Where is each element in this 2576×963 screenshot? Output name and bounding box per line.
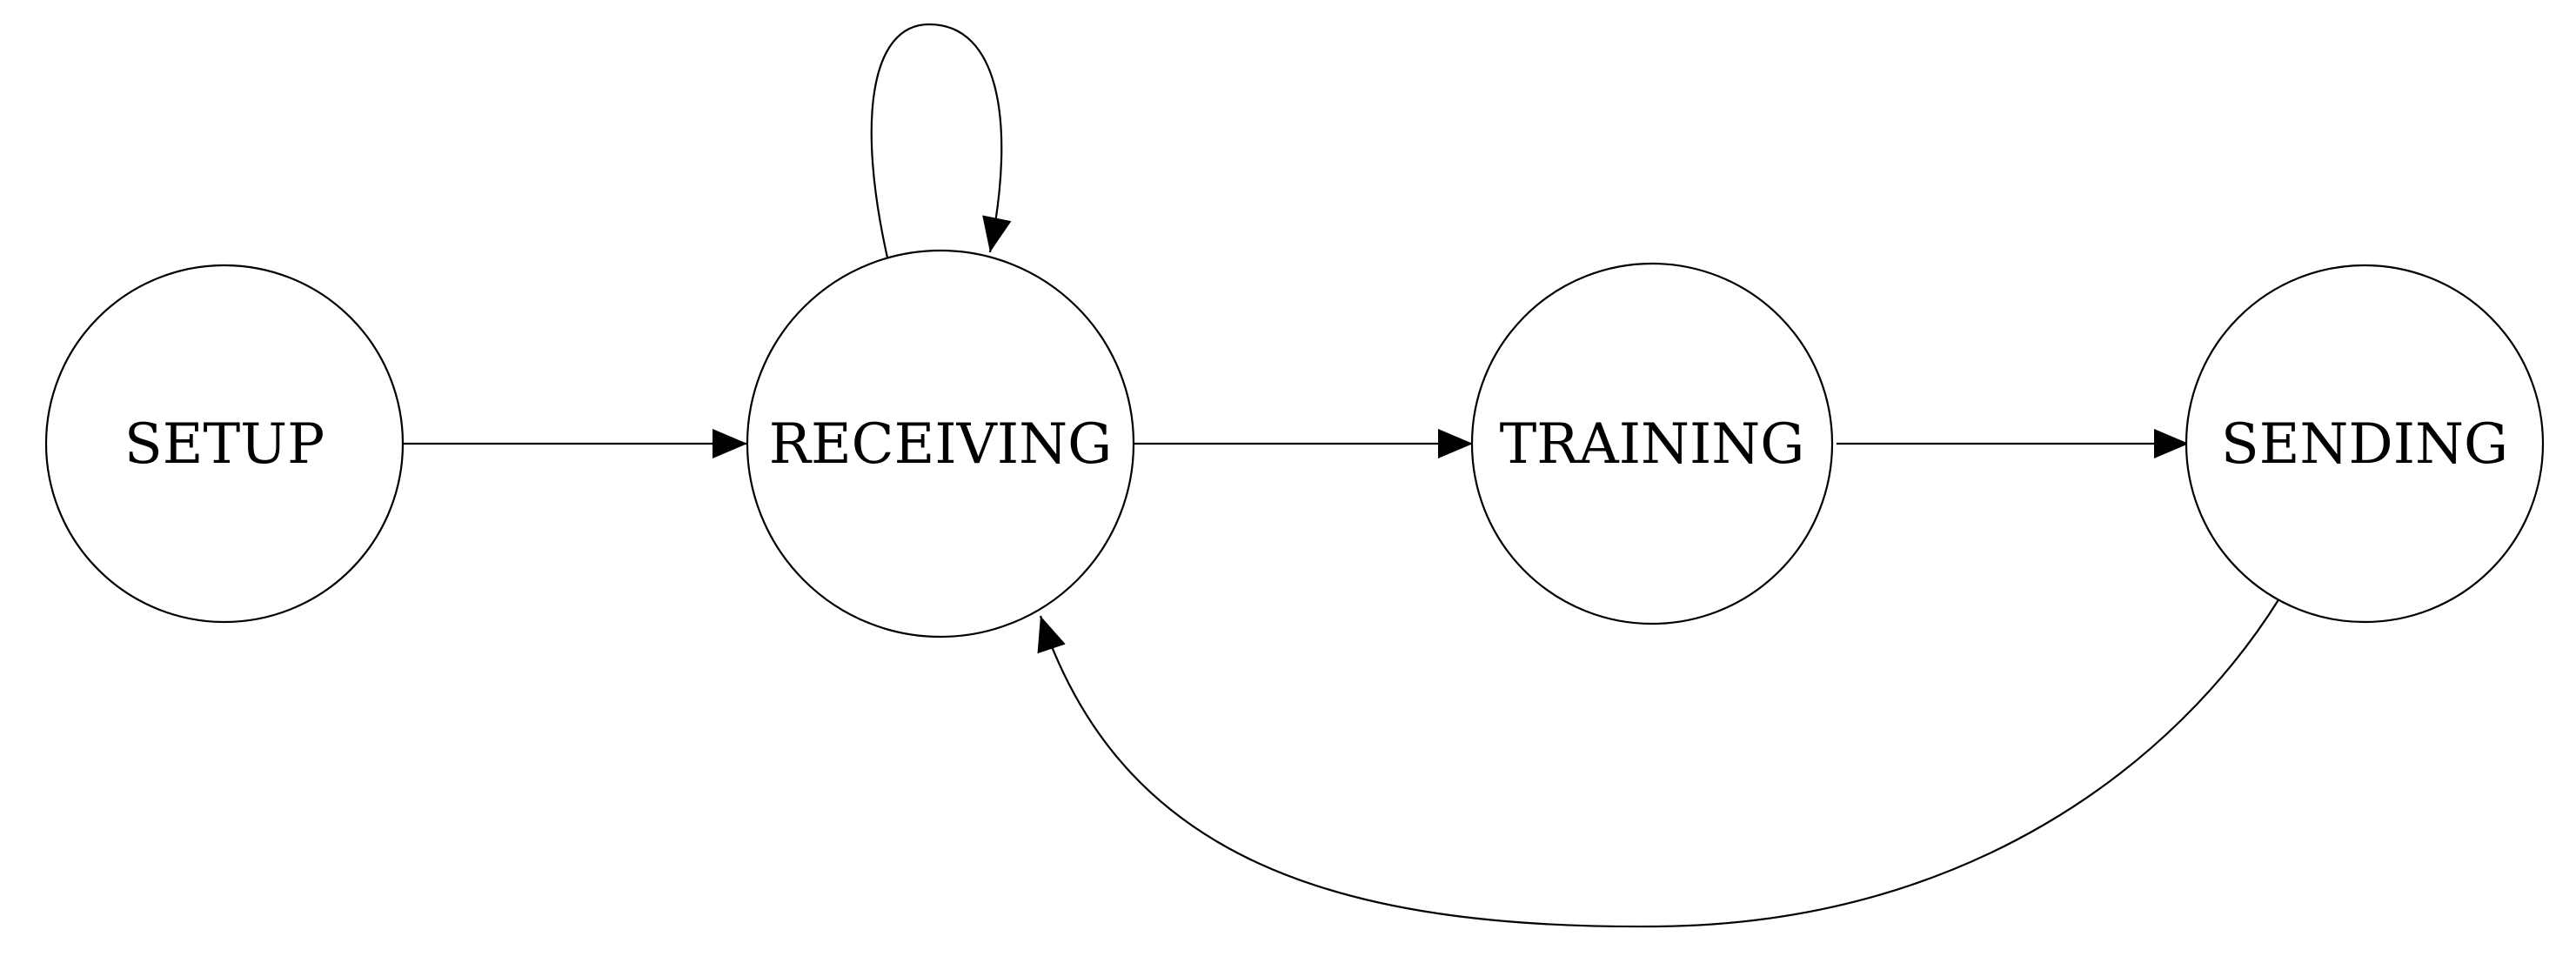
edge-sending-to-receiving [1037,598,2280,928]
state-sending: SENDING [2185,264,2545,624]
state-training-circle [1470,262,1834,625]
state-setup-label: SETUP [124,412,325,477]
state-training: TRAINING [1470,262,1834,625]
state-sending-circle [2185,264,2545,624]
state-sending-label: SENDING [2221,412,2508,477]
state-training-label: TRAINING [1500,412,1805,477]
state-receiving-label: RECEIVING [769,412,1113,477]
edge-receiving-self-loop [870,23,1012,258]
state-receiving: RECEIVING [746,249,1135,639]
state-receiving-circle [746,249,1135,639]
state-setup: SETUP [44,264,405,624]
state-setup-circle [44,264,405,624]
